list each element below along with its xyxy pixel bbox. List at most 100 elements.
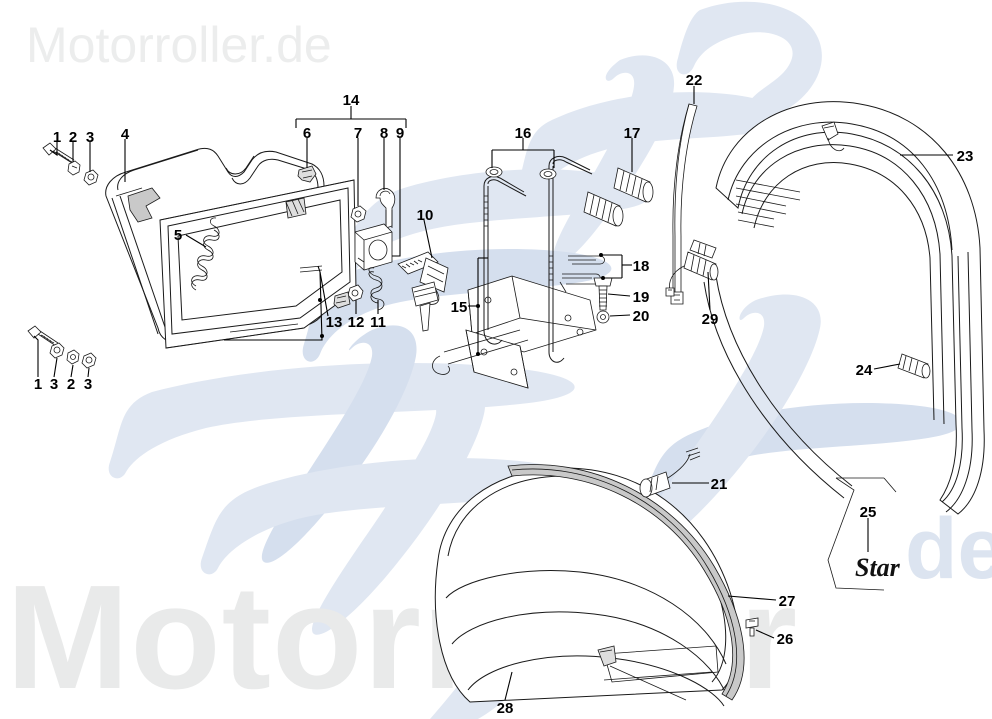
callout-1-bottom[interactable]: 1 bbox=[34, 376, 42, 393]
spring-part11 bbox=[368, 267, 385, 311]
callout-label: 20 bbox=[633, 308, 650, 325]
callout-28[interactable]: 28 bbox=[497, 700, 514, 717]
callout-18[interactable]: 18 bbox=[633, 258, 650, 275]
callout-label: 11 bbox=[370, 314, 386, 331]
callout-label: 16 bbox=[515, 125, 532, 142]
callout-2[interactable]: 2 bbox=[69, 129, 77, 146]
bolt-part1-top bbox=[42, 142, 75, 164]
callout-17[interactable]: 17 bbox=[624, 125, 641, 142]
grips-part17 bbox=[583, 167, 654, 227]
nut-part7 bbox=[350, 205, 367, 223]
bushing-part24 bbox=[897, 353, 931, 379]
callout-21[interactable]: 21 bbox=[711, 476, 728, 493]
callout-label: 3 bbox=[86, 129, 94, 146]
callout-label: 13 bbox=[326, 314, 343, 331]
callout-label: 6 bbox=[303, 125, 311, 142]
callout-9[interactable]: 9 bbox=[396, 125, 404, 142]
washer-part20 bbox=[596, 310, 610, 324]
washer-part3-bottom-a bbox=[49, 342, 65, 359]
glovebox-lid bbox=[159, 179, 357, 349]
callout-label: 1 bbox=[53, 129, 61, 146]
nut-part2-top bbox=[67, 160, 81, 176]
callout-label: 22 bbox=[686, 72, 703, 89]
callout-label: 5 bbox=[174, 227, 182, 244]
callout-label: 19 bbox=[633, 289, 650, 306]
fastener-group-top-left bbox=[42, 142, 99, 186]
clip-part6 bbox=[297, 165, 317, 183]
callout-16[interactable]: 16 bbox=[515, 125, 532, 142]
callout-26[interactable]: 26 bbox=[777, 631, 794, 648]
switch-part29 bbox=[665, 251, 719, 297]
callout-label: 28 bbox=[497, 700, 514, 717]
callout-15[interactable]: 15 bbox=[451, 299, 468, 316]
bolt-part1-bottom bbox=[27, 325, 59, 347]
screw-part19 bbox=[593, 277, 613, 311]
callout-1[interactable]: 1 bbox=[53, 129, 61, 146]
callout-2-bottom[interactable]: 2 bbox=[67, 376, 75, 393]
callout-label: 3 bbox=[84, 376, 92, 393]
callout-29[interactable]: 29 bbox=[702, 311, 719, 328]
callout-label: 10 bbox=[417, 207, 434, 224]
callout-3-bottom-b[interactable]: 3 bbox=[84, 376, 92, 393]
star-emblem: Star bbox=[855, 553, 901, 582]
callout-label: 2 bbox=[67, 376, 75, 393]
watermark-top-left: Motorroller.de bbox=[26, 17, 332, 73]
callout-label: 14 bbox=[343, 92, 360, 109]
nut-part2-bottom bbox=[66, 349, 80, 365]
u-clip-part8 bbox=[375, 188, 396, 230]
clip-part26 bbox=[745, 617, 759, 637]
callout-10[interactable]: 10 bbox=[417, 207, 434, 224]
callout-12[interactable]: 12 bbox=[348, 314, 365, 331]
lock-cylinder-part10 bbox=[354, 223, 449, 332]
callout-label: 1 bbox=[34, 376, 42, 393]
callout-label: 29 bbox=[702, 311, 719, 328]
callout-label: 4 bbox=[121, 126, 130, 143]
callout-4[interactable]: 4 bbox=[121, 126, 130, 143]
callout-label: 23 bbox=[957, 148, 974, 165]
clip-part13 bbox=[333, 291, 351, 309]
bracket-assembly-part15 bbox=[432, 275, 597, 389]
callout-label: 17 bbox=[624, 125, 641, 142]
callout-6[interactable]: 6 bbox=[303, 125, 311, 142]
callout-13[interactable]: 13 bbox=[326, 314, 343, 331]
callout-label: 12 bbox=[348, 314, 365, 331]
callout-25[interactable]: 25 bbox=[860, 504, 877, 521]
callout-label: 2 bbox=[69, 129, 77, 146]
fastener-group-bottom-left bbox=[27, 325, 97, 369]
callout-label: 8 bbox=[380, 125, 388, 142]
callout-19[interactable]: 19 bbox=[633, 289, 650, 306]
callout-5[interactable]: 5 bbox=[174, 227, 182, 244]
callout-22[interactable]: 22 bbox=[686, 72, 703, 89]
washer-part3-top bbox=[83, 169, 99, 186]
washer-part3-bottom-b bbox=[81, 352, 97, 369]
rod-assembly-part16 bbox=[483, 155, 593, 363]
callout-3-bottom-a[interactable]: 3 bbox=[50, 376, 58, 393]
callout-23[interactable]: 23 bbox=[957, 148, 974, 165]
callout-11[interactable]: 11 bbox=[370, 314, 386, 331]
callout-8[interactable]: 8 bbox=[380, 125, 388, 142]
callout-label: 7 bbox=[354, 125, 362, 142]
callout-label: 18 bbox=[633, 258, 650, 275]
callout-24[interactable]: 24 bbox=[856, 362, 873, 379]
watermark-de: de bbox=[905, 501, 992, 597]
callout-27[interactable]: 27 bbox=[779, 593, 796, 610]
leader-lines bbox=[33, 86, 953, 701]
callout-label: 25 bbox=[860, 504, 877, 521]
fender-louvers bbox=[735, 179, 801, 228]
callout-7[interactable]: 7 bbox=[354, 125, 362, 142]
callout-14[interactable]: 14 bbox=[343, 92, 360, 109]
callout-label: 9 bbox=[396, 125, 404, 142]
callout-label: 15 bbox=[451, 299, 468, 316]
knob-part21 bbox=[639, 447, 701, 498]
callout-label: 21 bbox=[711, 476, 728, 493]
callout-3[interactable]: 3 bbox=[86, 129, 94, 146]
callout-20[interactable]: 20 bbox=[633, 308, 650, 325]
blue-swoosh-graphics bbox=[108, 1, 962, 719]
callout-label: 27 bbox=[779, 593, 796, 610]
callout-label: 24 bbox=[856, 362, 873, 379]
side-cover-part28 bbox=[434, 464, 745, 707]
callout-label: 3 bbox=[50, 376, 58, 393]
